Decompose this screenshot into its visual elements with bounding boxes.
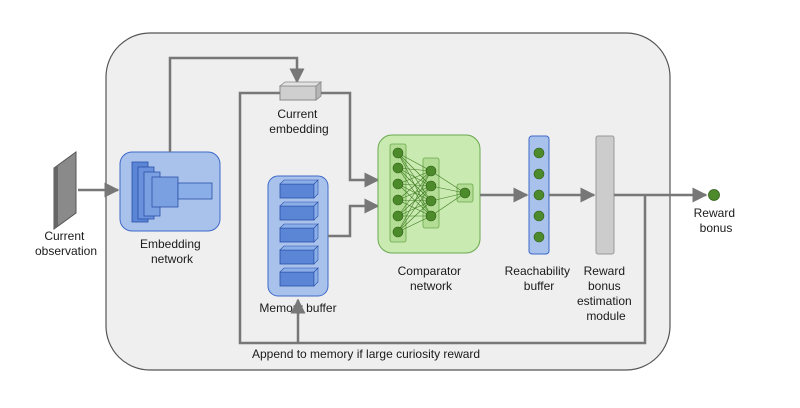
comparator-edge [397,170,432,201]
arrow-embedding-to-comparator [321,91,380,188]
comparator-node [425,165,437,177]
comparator-node [392,178,404,190]
comparator-node [425,195,437,207]
current-observation-label: Current observation [35,229,97,258]
comparator-edge [430,192,466,217]
comparator-edge [430,192,466,202]
current-embedding-block [278,81,323,101]
comparator-node [392,194,404,206]
comparator-node [392,162,404,174]
comparator-edge [397,170,432,185]
reward-bonus-module-label: Reward bonus estimation module [577,264,635,323]
reward-bonus-module-block [595,135,615,255]
current-observation-image [53,151,77,230]
comparator-edge [397,152,432,172]
reward-bonus-label: Reward bonus [694,206,739,235]
comparator-edge [397,167,432,202]
comparator-edge [430,170,466,194]
memory-append-loop [238,91,647,345]
comparator-node [425,180,437,192]
comparator-edge [397,183,432,202]
arrow-embedding-to-current-embedding [168,56,305,152]
embedding-network-label: Embedding network [140,237,204,266]
comparator-node [392,147,404,159]
comparator-node [392,210,404,222]
memory-buffer-block [267,175,329,297]
comparator-edge [397,167,432,172]
comparator-edge [397,200,432,233]
comparator-edge [397,167,432,217]
comparator-edge [397,183,432,217]
comparator-edge [397,170,432,217]
reward-bonus-node [708,189,720,201]
comparator-node [459,187,471,199]
comparator-node [392,226,404,238]
comparator-edge [397,185,432,233]
comparator-edge [397,199,432,202]
comparator-edge [397,170,432,233]
current-embedding-label: Current embedding [269,107,328,136]
comparator-edge [397,199,432,217]
comparator-node [425,210,437,222]
comparator-edge [430,185,466,194]
comparator-edge [397,183,432,187]
comparator-network-block [377,134,481,254]
append-memory-note: Append to memory if large curiosity rewa… [252,347,480,361]
embedding-network-block [119,151,221,232]
arrow-memory-to-comparator [328,198,380,238]
comparator-edge [397,215,432,233]
reachability-buffer-label: Reachability buffer [505,264,574,293]
comparator-edge [397,167,432,187]
comparator-network-label: Comparator network [398,264,465,293]
reachability-buffer-block [528,135,550,255]
